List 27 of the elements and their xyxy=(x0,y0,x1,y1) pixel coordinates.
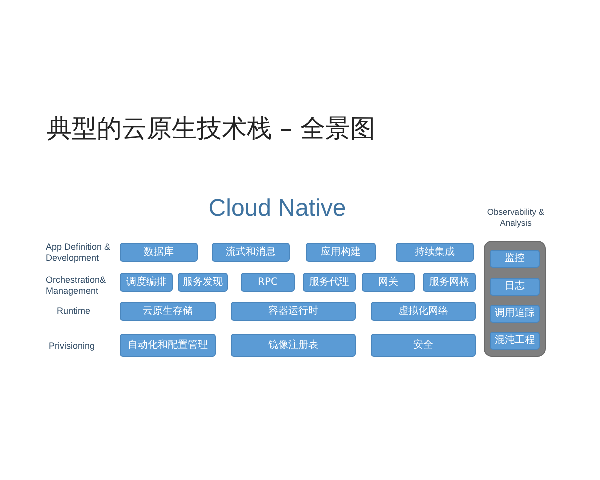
component-tile: 网关 xyxy=(362,273,415,292)
component-tile: 调度编排 xyxy=(120,273,173,292)
component-tile: 容器运行时 xyxy=(231,302,356,321)
component-tile: 服务代理 xyxy=(303,273,356,292)
page-title: 典型的云原生技术栈 – 全景图 xyxy=(47,114,376,144)
component-tile: 服务发现 xyxy=(178,273,228,292)
component-tile: 数据库 xyxy=(120,243,198,262)
component-tile: 虚拟化网络 xyxy=(371,302,476,321)
row-label: Orchestration& Management xyxy=(46,275,108,297)
component-tile: 安全 xyxy=(371,334,476,357)
component-tile: 服务网格 xyxy=(423,273,476,292)
component-tile: 自动化和配置管理 xyxy=(120,334,216,357)
component-tile: 持续集成 xyxy=(396,243,474,262)
diagram-heading: Cloud Native xyxy=(208,195,348,223)
component-tile: 云原生存储 xyxy=(120,302,216,321)
row-label: Runtime xyxy=(57,306,92,317)
component-tile: 监控 xyxy=(490,250,540,268)
component-tile: 日志 xyxy=(490,278,540,296)
component-tile: 流式和消息 xyxy=(212,243,290,262)
row-label: Privisioning xyxy=(49,341,96,352)
component-tile: 混沌工程 xyxy=(490,332,540,350)
component-tile: 调用追踪 xyxy=(490,305,540,323)
component-tile: 镜像注册表 xyxy=(231,334,356,357)
component-tile: 应用构建 xyxy=(306,243,376,262)
row-label: App Definition & Development xyxy=(46,242,112,264)
panel-heading: Observability & Analysis xyxy=(486,207,546,229)
component-tile: RPC xyxy=(241,273,295,292)
